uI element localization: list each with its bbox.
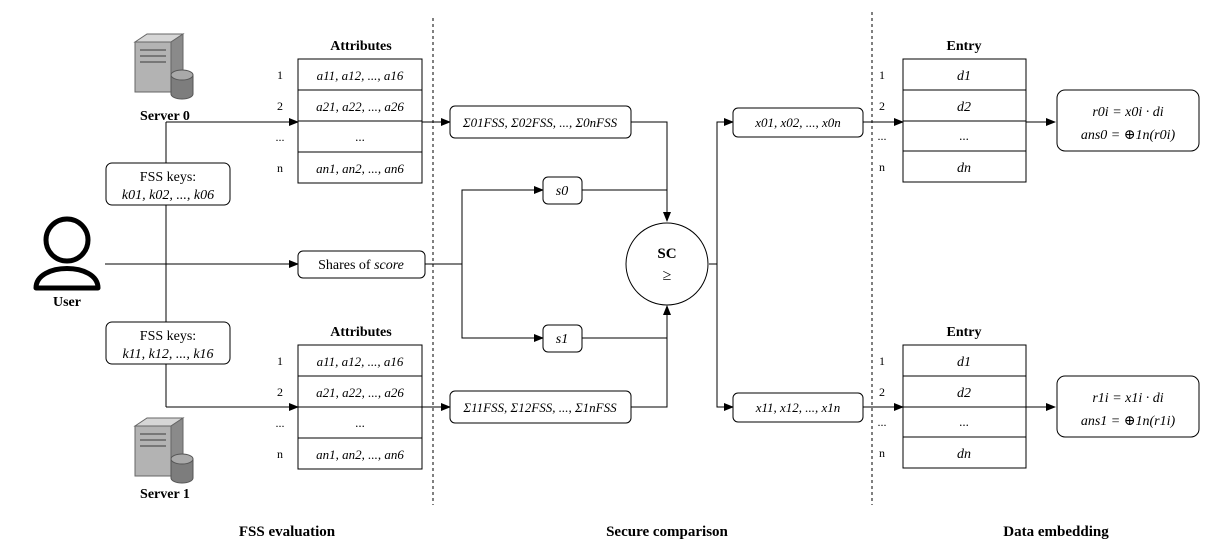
- entry-row: d1: [957, 69, 971, 84]
- fss-keys-top-box: FSS keys: k01, k02, ..., k06: [105, 162, 231, 206]
- row-index: 2: [879, 385, 885, 399]
- fss-keys-top-title: FSS keys:: [140, 170, 196, 185]
- entry-table-bottom: Entry 1 2 ... n d1 d2 ... dn: [878, 325, 1027, 469]
- attribute-row: an1, an2, ..., an6: [316, 447, 404, 462]
- entry-row: d2: [957, 386, 971, 401]
- share-s1-box: s1: [542, 324, 583, 353]
- fss-sum-bottom: Σ11FSS, Σ12FSS, ..., Σ1nFSS: [462, 400, 617, 415]
- section-data-embedding: Data embedding: [1003, 524, 1109, 540]
- row-index: n: [277, 161, 283, 175]
- attribute-row: a11, a12, ..., a16: [317, 68, 404, 83]
- row-index: n: [277, 447, 283, 461]
- fss-sum-top: Σ01FSS, Σ02FSS, ..., Σ0nFSS: [462, 115, 618, 130]
- row-index: ...: [878, 415, 887, 429]
- server-0-label: Server 0: [140, 109, 190, 124]
- entry-row: d1: [957, 355, 971, 370]
- share-s0-box: s0: [542, 176, 583, 205]
- entry-title-bottom: Entry: [947, 325, 982, 340]
- entry-title-top: Entry: [947, 39, 982, 54]
- shares-of-score-label: Shares of score: [318, 258, 404, 273]
- row-index: 2: [277, 99, 283, 113]
- connectors: [105, 118, 1056, 411]
- server-0-icon: [133, 33, 194, 100]
- attribute-row: ...: [355, 415, 365, 430]
- fss-sum-top-box: Σ01FSS, Σ02FSS, ..., Σ0nFSS: [449, 105, 632, 139]
- x-output-bottom: x11, x12, ..., x1n: [755, 400, 841, 415]
- row-index: 1: [879, 68, 885, 82]
- x-output-bottom-box: x11, x12, ..., x1n: [732, 392, 864, 423]
- shares-of-score-box: Shares of score: [297, 250, 426, 279]
- row-index: 2: [879, 99, 885, 113]
- server-1-icon: [133, 417, 194, 484]
- result-top-line2: ans0 = ⊕1n(r0i): [1081, 128, 1176, 143]
- fss-sum-bottom-box: Σ11FSS, Σ12FSS, ..., Σ1nFSS: [449, 390, 632, 424]
- server-1-label: Server 1: [140, 487, 190, 502]
- row-index: ...: [276, 416, 285, 430]
- attribute-row: a21, a22, ..., a26: [316, 385, 404, 400]
- result-bottom-box: r1i = x1i · di ans1 = ⊕1n(r1i): [1056, 375, 1200, 438]
- attributes-title-top: Attributes: [330, 39, 392, 54]
- fss-keys-bottom-value: k11, k12, ..., k16: [122, 347, 213, 362]
- entry-row: d2: [957, 100, 971, 115]
- section-fss-evaluation: FSS evaluation: [239, 524, 336, 540]
- section-secure-comparison: Secure comparison: [606, 524, 728, 540]
- attribute-row: a21, a22, ..., a26: [316, 99, 404, 114]
- share-s1: s1: [556, 332, 568, 347]
- attribute-row: ...: [355, 129, 365, 144]
- result-bottom-line1: r1i = x1i · di: [1092, 391, 1163, 406]
- entry-row: ...: [959, 414, 969, 429]
- share-s0: s0: [556, 184, 568, 199]
- attributes-table-bottom: Attributes 1 2 ... n a11, a12, ..., a16 …: [276, 325, 423, 470]
- result-bottom-line2: ans1 = ⊕1n(r1i): [1081, 414, 1176, 429]
- entry-table-top: Entry 1 2 ... n d1 d2 ... dn: [878, 39, 1027, 183]
- attributes-title-bottom: Attributes: [330, 325, 392, 340]
- attributes-table-top: Attributes 1 2 ... n a11, a12, ..., a16 …: [276, 39, 423, 184]
- row-index: n: [879, 446, 885, 460]
- secure-comparison-node: SC ≥: [625, 222, 709, 306]
- x-output-top: x01, x02, ..., x0n: [754, 115, 841, 130]
- entry-row: ...: [959, 128, 969, 143]
- entry-row: dn: [957, 161, 971, 176]
- row-index: ...: [878, 129, 887, 143]
- row-index: 1: [879, 354, 885, 368]
- sc-label: SC: [657, 246, 676, 262]
- user-label: User: [53, 295, 81, 310]
- x-output-top-box: x01, x02, ..., x0n: [732, 107, 864, 138]
- attribute-row: an1, an2, ..., an6: [316, 161, 404, 176]
- fss-keys-bottom-box: FSS keys: k11, k12, ..., k16: [105, 321, 231, 365]
- fss-keys-top-value: k01, k02, ..., k06: [122, 188, 214, 203]
- sc-symbol: ≥: [663, 267, 672, 284]
- row-index: ...: [276, 130, 285, 144]
- row-index: 2: [277, 385, 283, 399]
- user-icon: [33, 216, 101, 291]
- entry-row: dn: [957, 447, 971, 462]
- row-index: n: [879, 160, 885, 174]
- attribute-row: a11, a12, ..., a16: [317, 354, 404, 369]
- row-index: 1: [277, 354, 283, 368]
- fss-keys-bottom-title: FSS keys:: [140, 329, 196, 344]
- result-top-box: r0i = x0i · di ans0 = ⊕1n(r0i): [1056, 89, 1200, 152]
- row-index: 1: [277, 68, 283, 82]
- result-top-line1: r0i = x0i · di: [1092, 105, 1163, 120]
